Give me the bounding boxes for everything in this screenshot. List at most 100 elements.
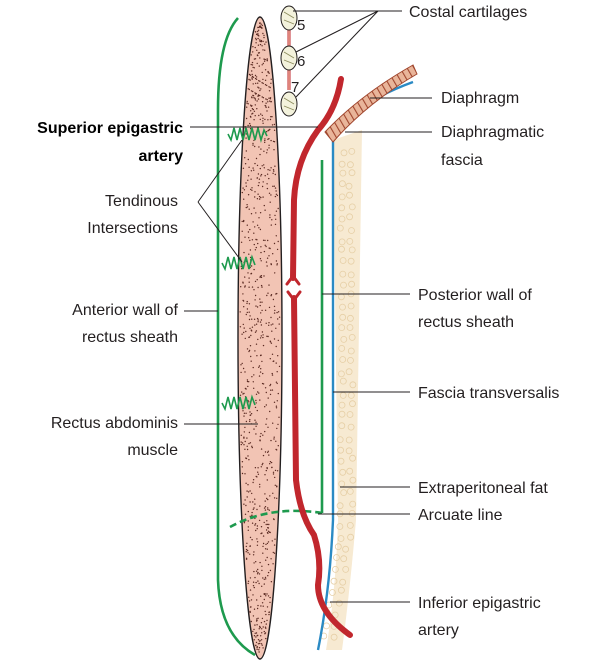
fascia-transversalis-line (316, 80, 414, 651)
muscle-dot (253, 608, 256, 610)
muscle-dot (246, 100, 248, 103)
muscle-dot (244, 276, 246, 278)
muscle-dot (265, 98, 267, 100)
muscle-dot (260, 595, 262, 597)
muscle-dot (256, 62, 258, 65)
fat-bubble (336, 523, 344, 530)
muscle-dot (264, 175, 266, 177)
muscle-dot (253, 374, 255, 376)
muscle-dot (252, 479, 255, 481)
muscle-dot (276, 427, 278, 430)
muscle-dot (250, 90, 253, 92)
muscle-dot (258, 182, 260, 184)
muscle-dot (249, 239, 251, 242)
muscle-dot (266, 532, 269, 534)
muscle-dot (267, 335, 269, 338)
muscle-dot (261, 82, 263, 84)
fat-bubble (348, 333, 356, 341)
muscle-dot (268, 138, 270, 140)
muscle-dot (254, 467, 257, 469)
muscle-dot (256, 544, 259, 546)
muscle-dot (253, 318, 256, 320)
muscle-dot (250, 178, 252, 180)
muscle-dot (257, 568, 259, 571)
muscle-dot (265, 559, 267, 561)
leader-costal-6 (295, 10, 379, 98)
muscle-dot (266, 606, 269, 608)
muscle-dot (278, 416, 280, 418)
muscle-dot (269, 201, 271, 203)
muscle-dot (254, 115, 256, 117)
muscle-dot (247, 580, 250, 582)
muscle-dot (255, 421, 257, 423)
muscle-dot (257, 26, 259, 29)
leader-tendinous-lower (197, 201, 243, 263)
muscle-dot (250, 265, 253, 267)
muscle-dot (256, 317, 259, 320)
muscle-dot (264, 139, 266, 142)
muscle-dot (272, 563, 274, 565)
muscle-dot (266, 265, 268, 267)
muscle-dot (255, 323, 258, 325)
muscle-dot (270, 581, 273, 583)
muscle-dot (249, 536, 252, 539)
muscle-dot (276, 485, 278, 487)
muscle-dot (255, 330, 258, 332)
muscle-dot (274, 272, 276, 274)
muscle-dot (265, 613, 267, 616)
muscle-dot (245, 504, 247, 507)
muscle-dot (252, 615, 255, 617)
muscle-dot (259, 483, 261, 486)
muscle-dot (248, 349, 251, 352)
muscle-dot (246, 437, 248, 439)
muscle-dot (273, 123, 276, 126)
muscle-dot (252, 501, 254, 503)
muscle-dot (276, 311, 278, 314)
muscle-dot (265, 41, 267, 43)
muscle-dot (249, 122, 251, 125)
muscle-dot (258, 651, 260, 653)
muscle-dot (276, 248, 279, 251)
muscle-dot (256, 198, 259, 200)
muscle-dot (251, 446, 253, 449)
muscle-dot (246, 302, 248, 305)
fat-bubble (340, 489, 348, 497)
muscle-dot (250, 116, 252, 118)
muscle-dot (270, 78, 272, 81)
muscle-dot (273, 518, 275, 521)
muscle-dot (265, 623, 267, 625)
muscle-dot (254, 99, 257, 101)
label-extraperitoneal-fat: Extraperitoneal fat (418, 480, 548, 497)
muscle-dot (270, 389, 272, 391)
muscle-dot (253, 551, 255, 553)
muscle-dot (246, 542, 248, 544)
muscle-dot (244, 440, 246, 443)
muscle-dot (251, 187, 253, 189)
muscle-dot (277, 240, 279, 243)
muscle-dot (246, 300, 248, 303)
muscle-dot (247, 510, 249, 513)
muscle-dot (250, 63, 252, 66)
muscle-dot (277, 445, 279, 447)
muscle-dot (247, 175, 250, 177)
muscle-dot (253, 268, 255, 271)
muscle-dot (252, 585, 255, 587)
muscle-dot (255, 212, 257, 214)
muscle-dot (276, 382, 278, 385)
muscle-dot (267, 426, 269, 428)
muscle-dot (271, 124, 274, 126)
muscle-dot (264, 633, 266, 635)
muscle-dot (253, 428, 255, 430)
muscle-dot (245, 412, 247, 414)
muscle-dot (242, 167, 245, 169)
muscle-dot (276, 470, 279, 472)
muscle-dot (259, 118, 261, 121)
muscle-dot (250, 188, 252, 191)
muscle-dot (275, 381, 278, 383)
fat-bubble (337, 535, 345, 542)
muscle-dot (257, 184, 260, 187)
muscle-dot (259, 440, 261, 442)
muscle-dot (246, 106, 248, 108)
muscle-dot (269, 341, 272, 343)
muscle-dot (267, 106, 270, 108)
